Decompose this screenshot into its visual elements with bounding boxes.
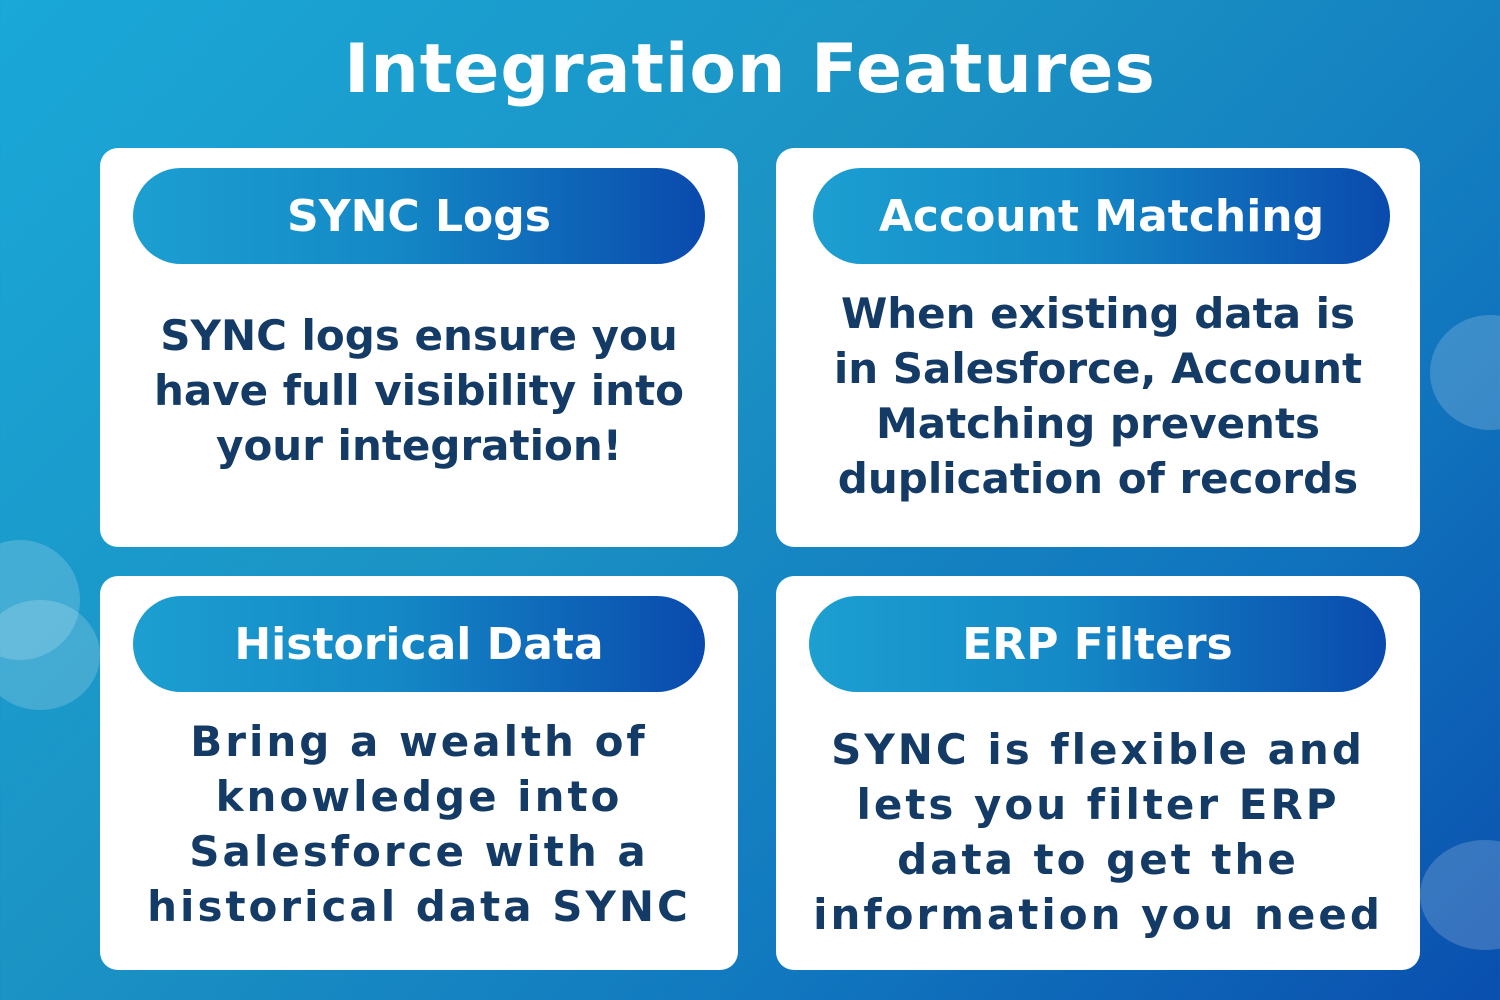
card-body: SYNC logs ensure you have full visibilit… [153, 311, 685, 470]
page-title: Integration Features [344, 30, 1156, 109]
card-heading: Account Matching [813, 168, 1390, 264]
cloud-decoration [1420, 840, 1500, 950]
feature-card-sync-logs: SYNC Logs SYNC logs ensure you have full… [100, 148, 738, 547]
feature-card-account-matching: Account Matching When existing data is i… [776, 148, 1420, 547]
feature-card-historical-data: Historical Data Bring a wealth of knowle… [100, 576, 738, 970]
cloud-decoration [1430, 315, 1500, 430]
card-body: When existing data is in Salesforce, Acc… [833, 289, 1363, 503]
cloud-decoration [0, 600, 100, 710]
card-heading: SYNC Logs [133, 168, 705, 264]
card-heading: ERP Filters [809, 596, 1386, 692]
card-body: Bring a wealth of knowledge into Salesfo… [147, 717, 691, 931]
card-heading: Historical Data [133, 596, 705, 692]
feature-card-erp-filters: ERP Filters SYNC is flexible and lets yo… [776, 576, 1420, 970]
card-body: SYNC is flexible and lets you filter ERP… [813, 725, 1383, 939]
